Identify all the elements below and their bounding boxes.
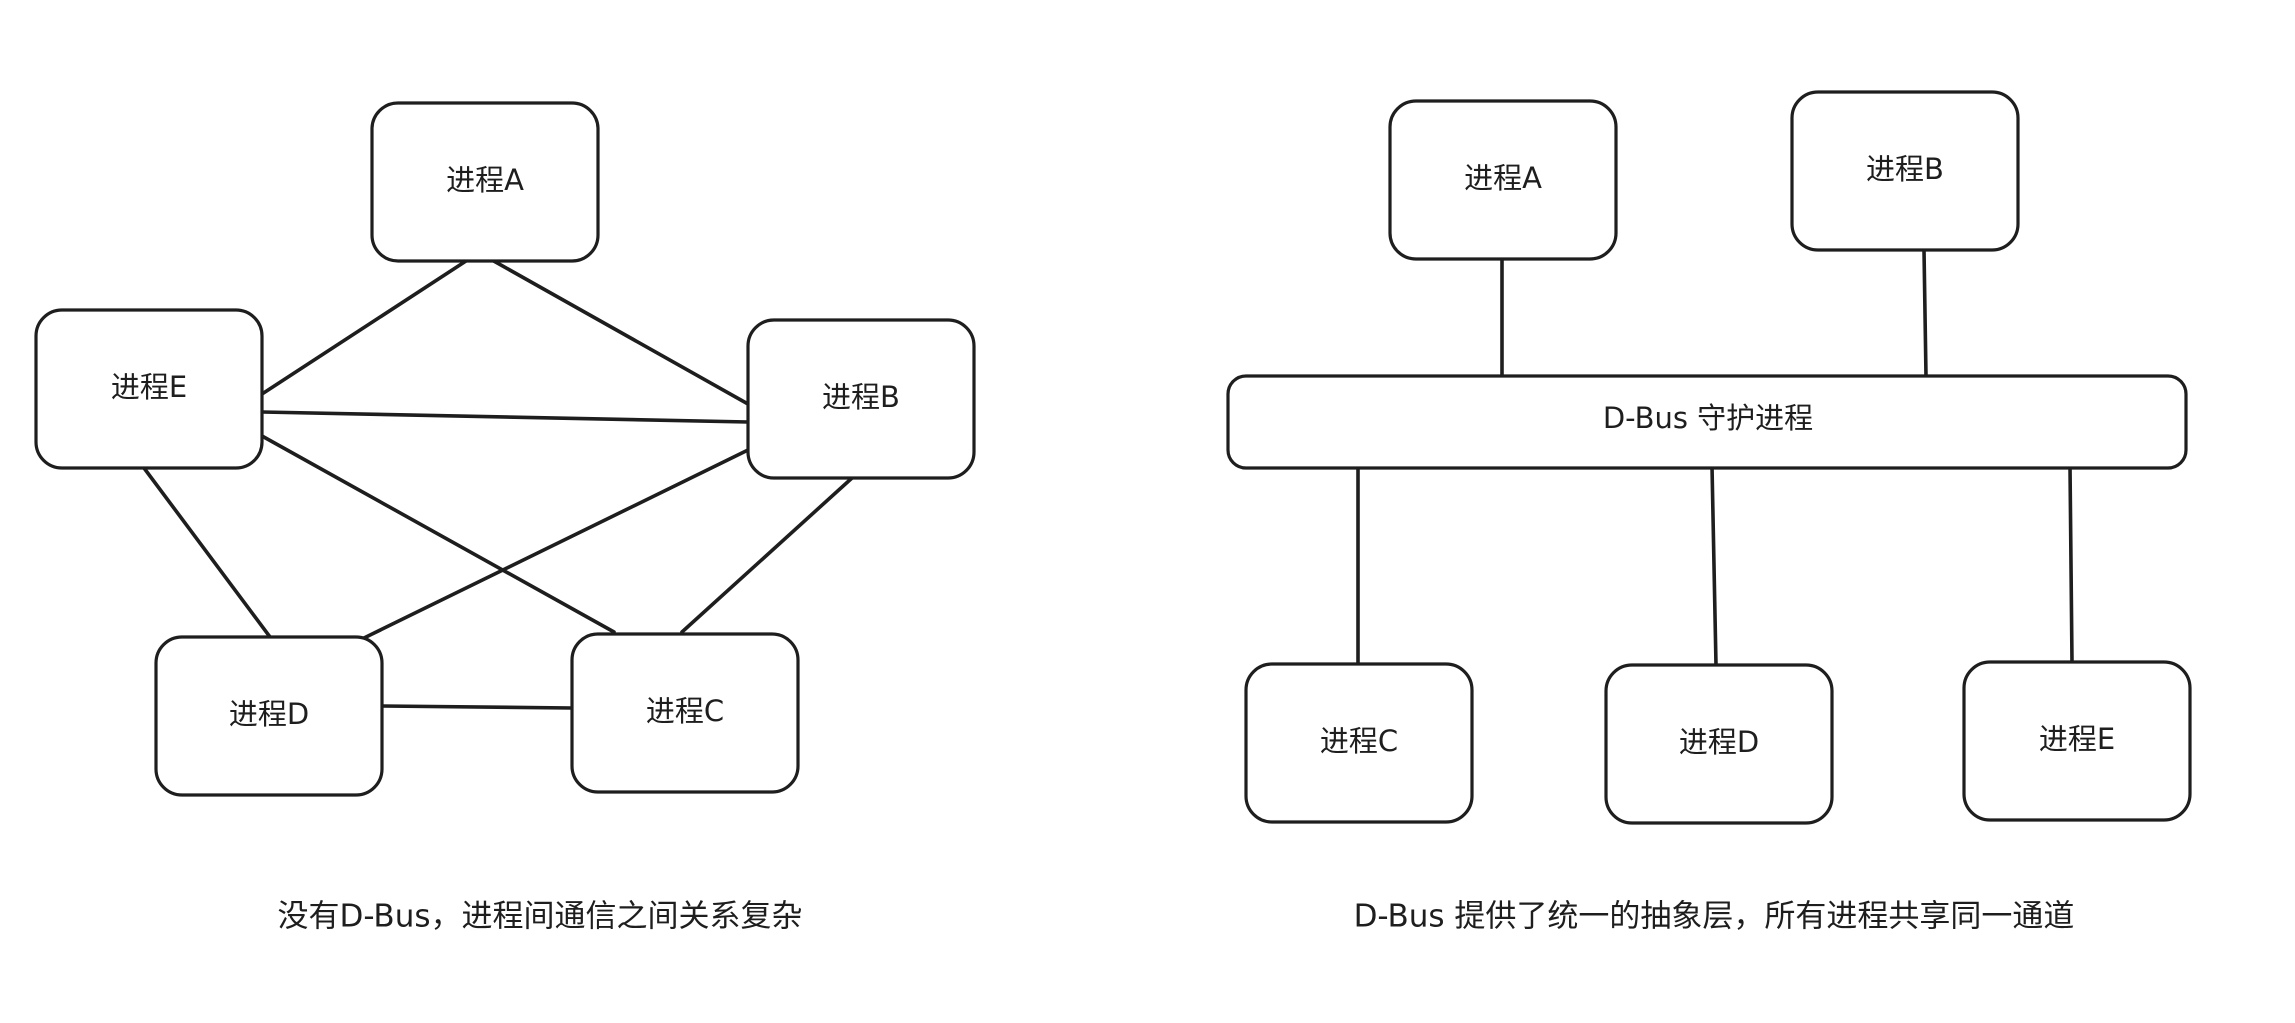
right-node-d-label: 进程D <box>1679 725 1759 759</box>
edge-e-b <box>260 410 750 424</box>
edge-bus-d <box>1710 464 1718 667</box>
right-caption: D-Bus 提供了统一的抽象层，所有进程共享同一通道 <box>1354 899 2075 935</box>
left-edges <box>142 258 854 710</box>
left-node-d-label: 进程D <box>229 697 309 731</box>
edge-e-c <box>260 434 616 634</box>
dbus-daemon-bar: D-Bus 守护进程 <box>1226 374 2188 470</box>
left-node-c-label: 进程C <box>646 694 724 728</box>
left-node-b-label: 进程B <box>822 380 900 414</box>
edge-bus-e <box>2068 464 2074 664</box>
edge-b-d <box>362 448 750 640</box>
left-node-b: 进程B <box>746 318 976 480</box>
right-node-e: 进程E <box>1962 660 2192 822</box>
right-node-e-label: 进程E <box>2039 722 2115 756</box>
edge-a-b <box>490 258 750 406</box>
edge-e-d <box>142 466 272 639</box>
right-node-a: 进程A <box>1388 99 1618 261</box>
right-edges <box>1356 248 2074 667</box>
right-node-a-label: 进程A <box>1464 161 1542 195</box>
left-node-a-label: 进程A <box>446 163 524 197</box>
left-node-c: 进程C <box>570 632 800 794</box>
right-node-b: 进程B <box>1790 90 2020 252</box>
right-node-b-label: 进程B <box>1866 152 1944 186</box>
edge-b-bus <box>1922 248 1928 378</box>
right-node-c-label: 进程C <box>1320 724 1398 758</box>
right-node-d: 进程D <box>1604 663 1834 825</box>
edge-a-e <box>260 259 468 396</box>
right-node-c: 进程C <box>1244 662 1474 824</box>
left-caption: 没有D-Bus，进程间通信之间关系复杂 <box>277 899 802 935</box>
left-node-d: 进程D <box>154 635 384 797</box>
right-diagram: 进程A 进程B D-Bus 守护进程 进程C 进程D 进程E D-Bus 提供了… <box>1226 90 2192 935</box>
dbus-daemon-label: D-Bus 守护进程 <box>1603 401 1813 435</box>
left-diagram: 进程A 进程E 进程B 进程D 进程C 没有D-Bus，进程间通信之间关系复杂 <box>34 101 976 935</box>
edge-d-c <box>380 704 574 710</box>
left-node-e-label: 进程E <box>111 370 187 404</box>
left-node-e: 进程E <box>34 308 264 470</box>
left-node-a: 进程A <box>370 101 600 263</box>
edge-b-c <box>680 476 854 634</box>
